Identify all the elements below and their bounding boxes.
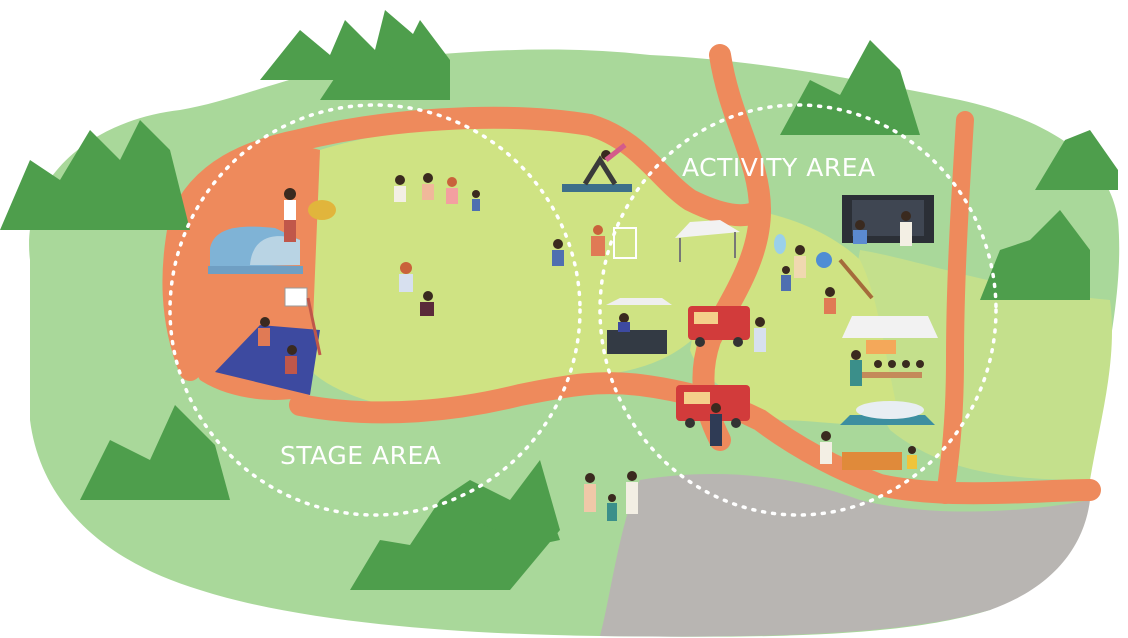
basketball-court — [215, 287, 322, 395]
tree-clusters — [0, 10, 1118, 590]
screen-frame — [842, 195, 934, 246]
plaza — [600, 474, 1090, 637]
basketball-hoop — [284, 287, 308, 307]
family-walking — [584, 471, 638, 521]
market-stall — [820, 401, 935, 470]
zone-outlines — [168, 103, 998, 517]
craft-tent — [842, 316, 938, 386]
brass-musician — [284, 188, 336, 242]
food-truck — [688, 306, 750, 347]
food-truck — [676, 385, 750, 446]
activity-crowd — [754, 234, 874, 352]
soccer-goal — [552, 225, 637, 266]
picnic-group — [394, 173, 480, 316]
stage-dome — [208, 226, 303, 274]
yoga-mat — [562, 143, 632, 192]
activity-area-outline — [598, 103, 998, 517]
stage-area-outline — [168, 103, 582, 517]
activity-area-label: ACTIVITY AREA — [682, 153, 876, 182]
vendor-booth — [606, 298, 672, 354]
tent — [675, 220, 740, 262]
stage-area-label: STAGE AREA — [280, 441, 441, 470]
